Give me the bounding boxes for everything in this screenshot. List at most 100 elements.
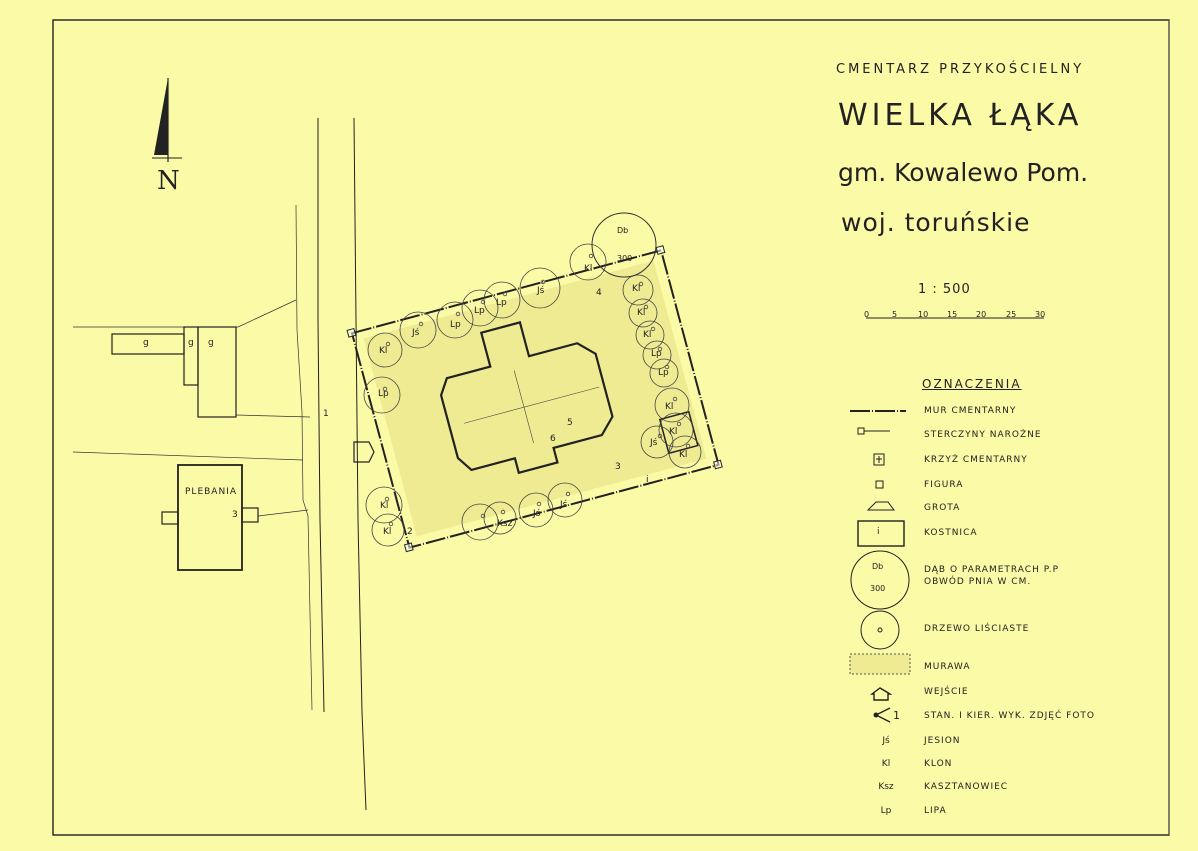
- tree-label: Lp: [474, 306, 485, 316]
- legend-item: KRZYŻ CMENTARNY: [924, 455, 1028, 465]
- commune-label: gm. Kowalewo Pom.: [838, 158, 1089, 187]
- tree-trunk: [388, 521, 394, 527]
- legend-item: MUR CMENTARNY: [924, 406, 1017, 416]
- tree-crown: [367, 332, 403, 368]
- tree-crown: [436, 301, 474, 339]
- tree-trunk: [676, 421, 682, 427]
- legend-symbol-text: i: [877, 527, 880, 537]
- building-label: g: [188, 338, 194, 348]
- tree-crown: [461, 503, 499, 541]
- legend-item-line2: OBWÓD PNIA W CM.: [924, 577, 1032, 587]
- tree-crown: [547, 482, 583, 518]
- scale-tick: 10: [918, 310, 929, 319]
- legend-item: STAN. I KIER. WYK. ZDJĘĆ FOTO: [924, 711, 1095, 721]
- tree-crown: [363, 376, 401, 414]
- scale-tick: 5: [892, 310, 898, 319]
- tree-label: Kl: [383, 527, 392, 537]
- entrance-icon: [353, 441, 375, 463]
- big-oak: [591, 212, 657, 278]
- legend-item: FIGURA: [924, 480, 964, 490]
- tree-label: Lp: [658, 368, 669, 378]
- legend-item: KOSTNICA: [924, 528, 978, 538]
- tree-trunk: [657, 346, 663, 352]
- tree-label: Kl: [679, 450, 688, 460]
- tree-label: Kl: [665, 402, 674, 412]
- tree-trunk: [536, 501, 542, 507]
- scale-label: 1 : 500: [918, 282, 971, 297]
- tree-crown: [635, 320, 665, 350]
- tree-trunk: [502, 291, 508, 297]
- photo-point-label: 3: [232, 510, 238, 520]
- legend-item: DRZEWO LIŚCIASTE: [924, 624, 1030, 634]
- voivodeship-label: woj. toruńskie: [841, 208, 1031, 237]
- tree-trunk: [664, 364, 670, 370]
- photo-point-label: 1: [323, 409, 329, 419]
- photo-point-label: 6: [550, 434, 556, 444]
- tree-trunk: [500, 509, 506, 515]
- scale-tick: 25: [1006, 310, 1017, 319]
- church: [439, 321, 614, 475]
- tree-label: Kl: [632, 284, 641, 294]
- tree-crown: [371, 513, 405, 547]
- legend-item: GROTA: [924, 503, 961, 513]
- tree-label: Lp: [651, 349, 662, 359]
- tree-trunk: [385, 341, 391, 347]
- legend-item: WEJŚCIE: [924, 687, 969, 697]
- cemetery-wall: [350, 249, 720, 549]
- tree-label: Lp: [450, 320, 461, 330]
- legend-item: MURAWA: [924, 662, 971, 672]
- photo-point-label: 5: [567, 418, 573, 428]
- rectory-label: PLEBANIA: [185, 487, 238, 497]
- legend-abbr: Jś: [882, 736, 890, 746]
- legend-item: JESION: [924, 736, 961, 746]
- legend-abbr: Lp: [880, 806, 892, 816]
- legend-abbr: Kl: [881, 759, 891, 769]
- tree-crown: [519, 267, 561, 309]
- legend-abbr: Ksz: [878, 782, 894, 792]
- tree-crown: [461, 289, 499, 327]
- building-g2: [183, 326, 199, 386]
- tree-trunk: [480, 299, 486, 305]
- photo-point-label: 4: [596, 288, 602, 298]
- tree-label: Kl: [380, 501, 389, 511]
- building-label: g: [143, 338, 149, 348]
- building-label: g: [208, 338, 214, 348]
- tree-crown: [483, 281, 521, 319]
- road: [317, 117, 367, 811]
- tree-crown: [483, 501, 517, 535]
- compass-label: N: [157, 166, 180, 196]
- cemetery: [346, 245, 723, 553]
- scale-tick: 15: [947, 310, 958, 319]
- tree-label: Jś: [412, 328, 420, 338]
- tree-trunk: [418, 321, 424, 327]
- tree-label: Kl: [637, 308, 646, 318]
- tree-crown: [399, 311, 437, 349]
- legend-symbol-text: Db: [872, 562, 884, 571]
- photo-point-label: 3: [615, 462, 621, 472]
- legend-symbols: [849, 317, 1044, 723]
- building-g3: [197, 326, 237, 418]
- legend-symbol-text: 1: [893, 709, 900, 722]
- tree-label: Ksz: [497, 519, 513, 529]
- tree-label: Kl: [379, 346, 388, 356]
- tree-label: Lp: [378, 389, 389, 399]
- tree-crown: [622, 274, 654, 306]
- tree-crown: [642, 340, 672, 370]
- photo-point-label: 2: [407, 527, 413, 537]
- grass-area: [363, 260, 707, 537]
- tree-label: Kl: [584, 264, 593, 274]
- tree-trunk: [657, 433, 663, 439]
- tree-label: Lp: [496, 298, 507, 308]
- tree-crown: [640, 425, 674, 459]
- tree-crown: [649, 358, 679, 388]
- legend-title: OZNACZENIA: [922, 377, 1022, 391]
- tree-trunk: [382, 386, 388, 392]
- tree-trunk: [672, 396, 678, 402]
- tree-crown: [365, 486, 403, 524]
- map-subtitle: CMENTARZ PRZYKOŚCIELNY: [836, 62, 1085, 77]
- tree-trunk: [588, 253, 594, 259]
- tree-label: Kl: [643, 330, 652, 340]
- tree-label: Kl: [669, 427, 678, 437]
- tree-trunk: [384, 496, 390, 502]
